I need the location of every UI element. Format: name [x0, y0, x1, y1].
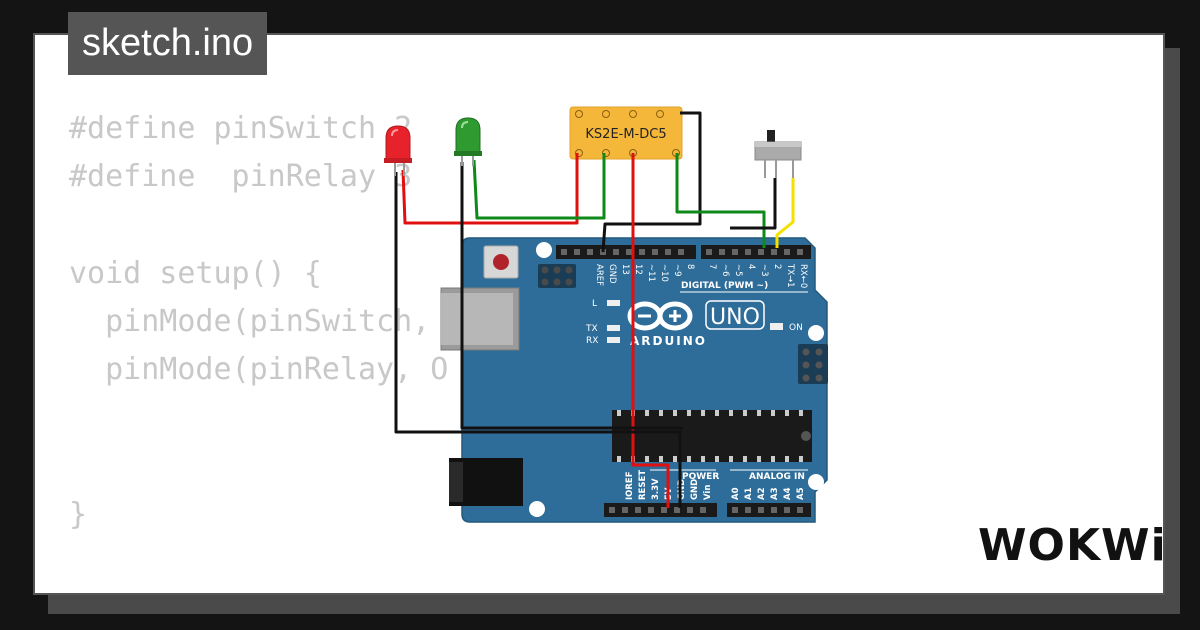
wire-black-led-red-gnd: [394, 172, 682, 508]
wokwi-logo: WOKWi: [978, 520, 1167, 571]
microcontroller-chip: [612, 410, 812, 462]
uno-badge: UNO: [705, 300, 765, 330]
pin-label: IOREF: [625, 471, 635, 500]
pin-label: GND: [690, 479, 700, 500]
pin-label: 3.3V: [651, 478, 661, 500]
reset-button-icon[interactable]: [483, 245, 519, 279]
wire-yellow-switch: [775, 178, 795, 248]
power-header-text: POWER: [682, 472, 719, 482]
pin-label: GND: [607, 264, 617, 284]
pin-label: ~10: [659, 264, 669, 282]
pin-label: 2: [772, 264, 782, 269]
top-pin-labels: AREF GND 13 12 ~11 ~10 ~9 8 7 ~6 ~5 4 ~3…: [594, 263, 808, 288]
pin-label: AREF: [594, 264, 604, 286]
pin-label: A5: [796, 487, 806, 500]
code-line-2: #define pinRelay 3: [69, 159, 413, 195]
wires: [394, 111, 795, 508]
arduino-label: ARDUINO: [630, 334, 707, 348]
analog-header-strip: [727, 503, 811, 517]
led-l-label: L: [592, 299, 597, 309]
pin-label: GND: [677, 479, 687, 500]
wire-black-switch: [730, 178, 777, 230]
mount-hole: [808, 474, 824, 490]
code-line-6: pinMode(pinRelay, O: [69, 351, 449, 387]
mount-hole: [808, 325, 824, 341]
digital-header-text: DIGITAL (PWM ~): [681, 281, 768, 291]
pin-label: A1: [744, 487, 754, 500]
code-line-11: void loop() {: [69, 587, 466, 594]
infinity-logo-icon: [627, 301, 693, 331]
led-rx-label: RX: [586, 336, 598, 346]
pin-label: 13: [620, 264, 630, 275]
pin-label: A4: [783, 487, 793, 500]
pin-label: RESET: [638, 470, 648, 500]
pin-label: 4: [746, 264, 756, 269]
icsp-header: [538, 264, 576, 288]
digital-header-left: [556, 245, 696, 259]
pin-label: RX←0: [798, 264, 808, 288]
wire-black-relay-gnd: [601, 111, 702, 253]
wire-green-led: [472, 153, 606, 220]
wire-black-led-green-gnd: [460, 162, 683, 430]
pin-label: A2: [757, 487, 767, 500]
pin-label: 8: [685, 264, 695, 269]
wire-green-relay-pin3: [675, 153, 766, 248]
icsp-header-right: [798, 344, 828, 384]
led-tx-label: TX: [585, 324, 598, 334]
pin-label: ~5: [733, 264, 743, 277]
on-label: ON: [789, 323, 803, 333]
on-led: [770, 323, 783, 330]
pin-label: ~11: [646, 264, 656, 282]
pin-label: 7: [707, 264, 717, 269]
pin-label: ~6: [720, 264, 730, 277]
pin-label: A0: [731, 487, 741, 500]
power-jack-icon: [449, 458, 523, 506]
pin-label: A3: [770, 487, 780, 500]
onboard-leds: L TX RX: [585, 299, 620, 346]
wire-red-relay-5v: [631, 153, 670, 508]
file-tab[interactable]: sketch.ino: [68, 12, 268, 75]
arduino-uno-board[interactable]: AREF GND 13 12 ~11 ~10 ~9 8 7 ~6 ~5 4 ~3…: [440, 237, 828, 523]
pin-label: Vin: [703, 485, 713, 500]
uno-label: UNO: [710, 305, 760, 330]
mount-hole: [536, 242, 552, 258]
slide-switch-icon[interactable]: [754, 130, 802, 178]
pin-label: 12: [633, 264, 643, 275]
code-line-4: void setup() {: [69, 255, 322, 291]
pin-label: ~3: [759, 264, 769, 277]
power-header-strip: [604, 503, 717, 517]
mount-hole: [529, 501, 545, 517]
analog-header-text: ANALOG IN: [749, 472, 805, 482]
pin-label: ~9: [672, 264, 682, 277]
usb-port-icon: [440, 287, 520, 351]
relay-label: KS2E-M-DC5: [585, 127, 666, 142]
green-led-icon[interactable]: [454, 117, 482, 166]
relay-module[interactable]: KS2E-M-DC5: [569, 106, 683, 160]
code-line-9: }: [69, 496, 88, 532]
pin-label: TX→1: [785, 263, 795, 288]
digital-header-right: [701, 245, 811, 259]
wire-red-led: [401, 153, 579, 225]
red-led-icon[interactable]: [384, 125, 412, 176]
